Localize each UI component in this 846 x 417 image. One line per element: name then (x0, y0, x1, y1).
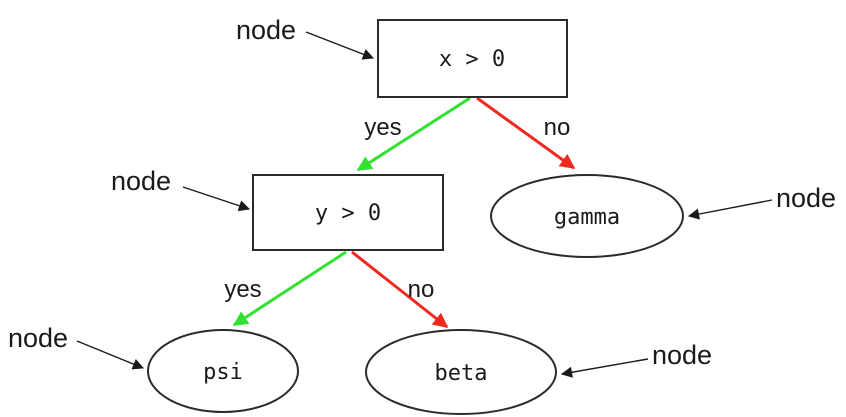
node-root-label: x > 0 (439, 47, 505, 72)
edge-label-no-bottom: no (408, 276, 435, 303)
edge-label-yes-bottom: yes (224, 276, 261, 303)
node-beta-label: beta (435, 361, 488, 386)
annotation-beta-label: node (652, 340, 712, 370)
annotation-root-label: node (236, 15, 296, 45)
edge-inner-yes: yes (224, 250, 347, 327)
annotation-gamma: node (687, 183, 836, 220)
edge-inner-no: no (351, 250, 449, 329)
node-psi-label: psi (203, 360, 243, 385)
node-inner-label: y > 0 (315, 201, 381, 226)
node-root: x > 0 (377, 19, 568, 98)
annotation-gamma-label: node (776, 183, 836, 213)
edge-root-no: no (476, 96, 576, 170)
node-gamma-label: gamma (554, 205, 620, 230)
node-beta: beta (365, 329, 557, 415)
edge-root-yes: yes (356, 96, 471, 172)
annotation-root: node (236, 15, 375, 60)
annotation-psi: node (8, 323, 145, 370)
edge-label-no-top: no (544, 114, 571, 141)
node-gamma: gamma (490, 174, 684, 258)
annotation-inner: node (111, 166, 251, 212)
edge-label-yes-top: yes (364, 114, 401, 141)
node-inner: y > 0 (252, 174, 444, 251)
annotation-inner-label: node (111, 166, 171, 196)
annotation-beta: node (560, 340, 712, 378)
annotation-psi-label: node (8, 323, 68, 353)
node-psi: psi (147, 329, 299, 413)
